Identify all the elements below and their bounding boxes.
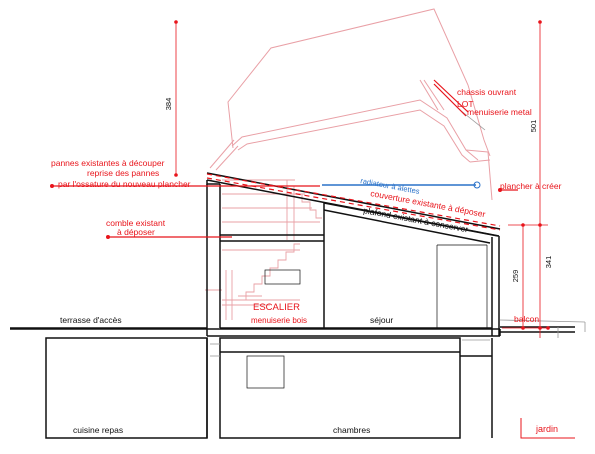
label-menuiserie-metal: menuiserie metal [467, 107, 532, 117]
label-escalier: ESCALIER [253, 302, 300, 313]
red-leaders [52, 79, 518, 238]
dim-384: 384 [164, 98, 173, 111]
dimension-ticks [50, 20, 550, 330]
label-comble-1: comble existant [106, 218, 166, 228]
room-jardin: jardin [535, 424, 558, 434]
fine-structure [246, 244, 488, 389]
label-pannes-2: reprise des pannes [87, 168, 159, 178]
jardin-marker [520, 418, 575, 439]
label-chassis: chassis ouvrant [457, 87, 517, 97]
dim-259: 259 [511, 270, 520, 283]
dim-341: 341 [544, 256, 553, 269]
label-comble-2: à déposer [117, 227, 155, 237]
room-chambres: chambres [333, 425, 370, 435]
label-pannes-3: par l'ossature du nouveau plancher [58, 179, 191, 189]
label-plancher: plancher à créer [500, 181, 562, 191]
dimension-lines [175, 22, 548, 338]
proposed-roof-outline [209, 8, 493, 201]
radiator [322, 181, 481, 189]
existing-structure [10, 172, 575, 439]
label-pannes-1: pannes existantes à découper [51, 158, 165, 168]
dim-501: 501 [529, 120, 538, 133]
label-lot: LOT [457, 99, 474, 109]
room-sejour: séjour [370, 315, 393, 325]
stair-structure [205, 179, 322, 320]
room-terrasse: terrasse d'accès [60, 315, 122, 325]
label-balcon: balcon [514, 314, 539, 324]
room-cuisine: cuisine repas [73, 425, 123, 435]
label-menuiserie-bois: menuiserie bois [251, 316, 307, 325]
